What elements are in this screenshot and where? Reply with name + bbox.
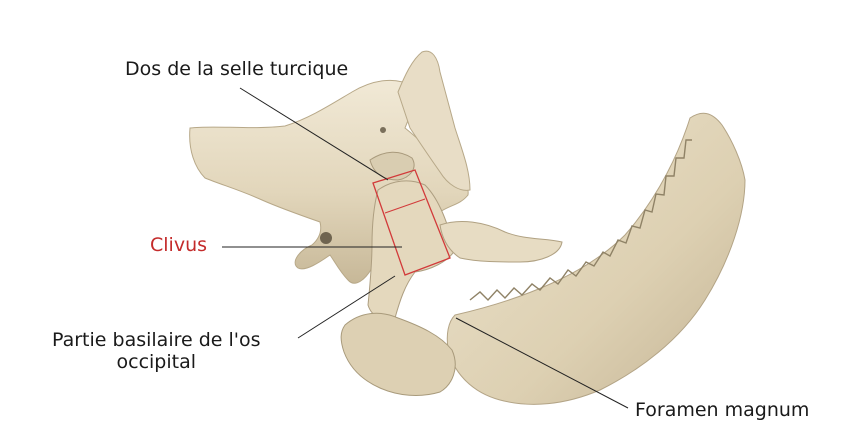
label-partie-basilaire: Partie basilaire de l'os occipital bbox=[52, 329, 261, 373]
label-foramen-magnum: Foramen magnum bbox=[635, 399, 809, 421]
small-foramen bbox=[380, 127, 386, 133]
label-partie-line2: occipital bbox=[52, 351, 261, 373]
label-partie-line1: Partie basilaire de l'os bbox=[52, 329, 261, 351]
label-dos-selle-turcique: Dos de la selle turcique bbox=[125, 58, 348, 80]
label-clivus: Clivus bbox=[150, 234, 207, 256]
petrous-process bbox=[440, 221, 562, 262]
occipital-condyle bbox=[341, 313, 455, 395]
foramen-rotundum bbox=[320, 232, 332, 244]
